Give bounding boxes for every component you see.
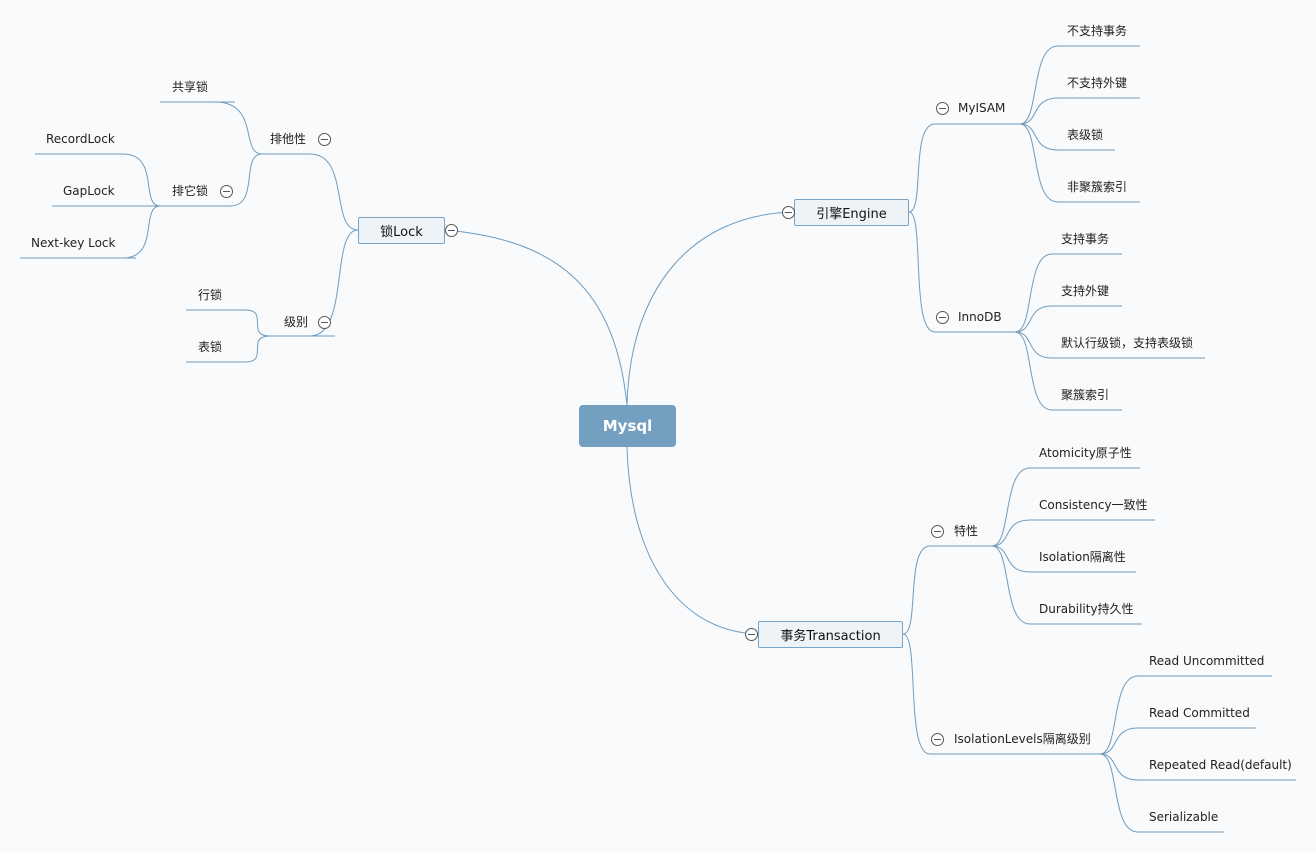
topic-properties[interactable]: 特性: [954, 524, 979, 538]
isolation-level-item[interactable]: Read Uncommitted: [1149, 654, 1265, 668]
topic-isolation-levels[interactable]: IsolationLevels隔离级别: [954, 732, 1091, 746]
topic-nextkey-lock[interactable]: Next-key Lock: [31, 236, 116, 250]
topic-table-lock[interactable]: 表锁: [198, 340, 223, 354]
topic-row-lock[interactable]: 行锁: [198, 288, 223, 302]
collapse-myisam-icon[interactable]: [936, 102, 949, 115]
topic-exclusive-lock[interactable]: 排它锁: [172, 184, 209, 198]
collapse-level-icon[interactable]: [318, 316, 331, 329]
myisam-item[interactable]: 不支持事务: [1067, 24, 1128, 38]
collapse-props-icon[interactable]: [931, 525, 944, 538]
topic-gap-lock[interactable]: GapLock: [63, 184, 115, 198]
collapse-transaction-icon[interactable]: [745, 628, 758, 641]
property-item[interactable]: Atomicity原子性: [1039, 446, 1132, 460]
isolation-level-item[interactable]: Read Committed: [1149, 706, 1250, 720]
topic-engine[interactable]: 引擎Engine: [794, 199, 909, 226]
myisam-item[interactable]: 非聚簇索引: [1067, 180, 1128, 194]
isolation-level-item[interactable]: Serializable: [1149, 810, 1219, 824]
property-item[interactable]: Durability持久性: [1039, 602, 1134, 616]
root-topic[interactable]: Mysql: [579, 405, 676, 447]
topic-level[interactable]: 级别: [284, 315, 309, 329]
topic-myisam[interactable]: MyISAM: [958, 101, 1006, 115]
innodb-item[interactable]: 支持外键: [1061, 284, 1110, 298]
myisam-item[interactable]: 不支持外键: [1067, 76, 1128, 90]
property-item[interactable]: Isolation隔离性: [1039, 550, 1126, 564]
innodb-item[interactable]: 支持事务: [1061, 232, 1110, 246]
myisam-item[interactable]: 表级锁: [1067, 128, 1104, 142]
topic-transaction[interactable]: 事务Transaction: [758, 621, 903, 648]
property-item[interactable]: Consistency一致性: [1039, 498, 1148, 512]
collapse-levels-icon[interactable]: [931, 733, 944, 746]
collapse-engine-icon[interactable]: [782, 206, 795, 219]
topic-exclusivity[interactable]: 排他性: [270, 132, 307, 146]
collapse-exclusivity-icon[interactable]: [318, 133, 331, 146]
topic-shared-lock[interactable]: 共享锁: [172, 80, 209, 94]
innodb-item[interactable]: 聚簇索引: [1061, 388, 1110, 402]
collapse-exclusive-icon[interactable]: [220, 185, 233, 198]
collapse-innodb-icon[interactable]: [936, 311, 949, 324]
isolation-level-item[interactable]: Repeated Read(default): [1149, 758, 1292, 772]
topic-innodb[interactable]: InnoDB: [958, 310, 1002, 324]
topic-record-lock[interactable]: RecordLock: [46, 132, 115, 146]
topic-lock[interactable]: 锁Lock: [358, 217, 445, 244]
innodb-item[interactable]: 默认行级锁，支持表级锁: [1061, 336, 1194, 350]
collapse-lock-icon[interactable]: [445, 224, 458, 237]
